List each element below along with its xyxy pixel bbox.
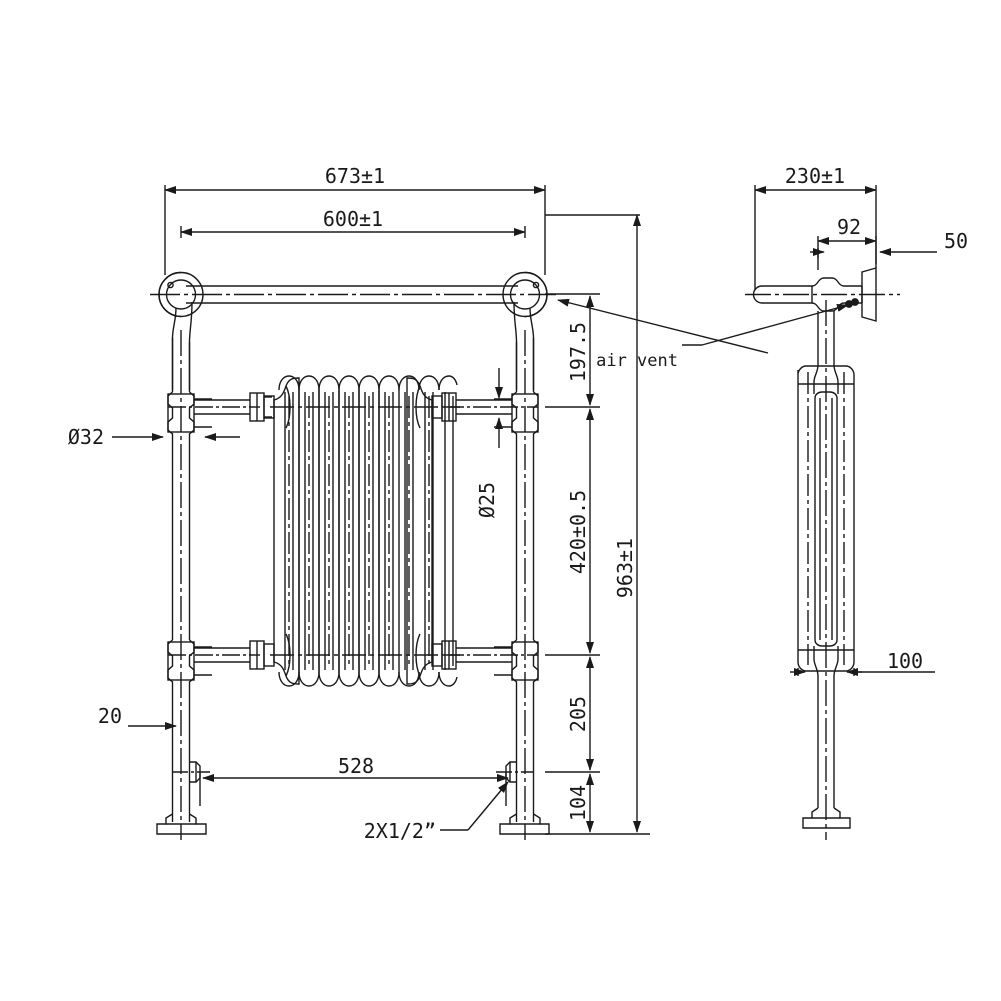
note-air-vent: air vent	[596, 351, 678, 371]
front-view-dimension-lines	[112, 185, 650, 835]
radiator-columns	[278, 375, 458, 687]
dim-overall-depth: 230±1	[785, 164, 845, 188]
note-valve-spec: 2X1/2”	[364, 819, 436, 843]
top-towel-rail	[150, 285, 556, 304]
left-foot	[156, 813, 207, 835]
top-right-corner-fitting	[502, 271, 548, 390]
dim-overall-height: 963±1	[613, 538, 637, 598]
left-vertical-post	[156, 330, 212, 840]
radiator-body	[270, 375, 460, 687]
dim-valve-centres: 528	[338, 754, 374, 778]
right-foot	[499, 813, 550, 835]
dim-top-to-radiator: 197.5	[566, 322, 590, 382]
side-towel-rail	[745, 267, 900, 322]
dim-post-offset: 20	[98, 704, 122, 728]
dim-bracket-offset: 50	[944, 229, 968, 253]
right-vertical-post	[494, 330, 550, 840]
dim-post-diameter: Ø32	[68, 425, 104, 449]
dim-valve-to-floor: 104	[566, 785, 590, 821]
dim-column-pipe-diameter: Ø25	[475, 482, 499, 518]
right-valve-stub	[496, 761, 534, 806]
top-left-corner-fitting	[158, 271, 204, 390]
side-vertical-post	[797, 298, 859, 840]
front-elevation-view	[150, 271, 556, 840]
dim-radiator-depth: 100	[887, 649, 923, 673]
dim-rail-width: 600±1	[323, 207, 383, 231]
dim-radiator-to-valve: 205	[566, 696, 590, 732]
dimension-text-labels: 673±1 600±1 Ø32 Ø25 20 528 2X1/2” 197.5 …	[68, 164, 968, 843]
dim-rail-to-wall: 92	[837, 215, 861, 239]
side-view-dimension-lines	[557, 185, 937, 676]
left-valve-stub	[172, 761, 210, 806]
dim-radiator-height: 420±0.5	[566, 490, 590, 574]
side-elevation-view	[745, 267, 900, 840]
dim-overall-width: 673±1	[325, 164, 385, 188]
upper-connector-pipes	[168, 392, 538, 422]
lower-connector-pipes	[168, 640, 538, 670]
